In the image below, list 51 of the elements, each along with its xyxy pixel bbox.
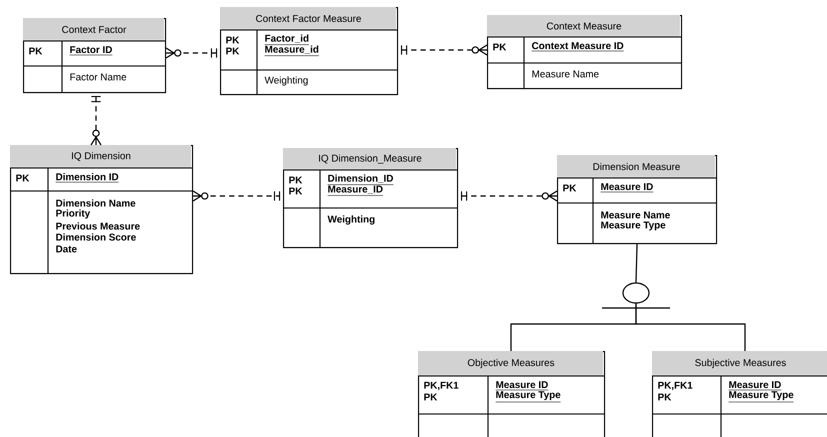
- field-name: Previous Measure: [56, 222, 140, 230]
- table-title: Subjective Measures: [695, 358, 786, 368]
- key-field: Measure ID: [495, 381, 549, 390]
- relationship-line: [401, 44, 488, 56]
- relationship-line: [635, 244, 638, 282]
- field-name: Measure Name: [601, 212, 670, 218]
- key-label: PK: [424, 394, 438, 400]
- key-field: Context Measure ID: [531, 42, 624, 52]
- key-field: Factor_id: [264, 34, 310, 45]
- field-name: Measure Name: [532, 70, 599, 78]
- key-label: PK: [226, 36, 240, 44]
- field-name: Weighting: [264, 76, 308, 86]
- key-label: PK: [16, 174, 30, 182]
- key-field: Dimension ID: [55, 173, 119, 182]
- relationship-line: [635, 304, 746, 351]
- table-title: Context Measure: [546, 22, 622, 30]
- field-name: Priority: [56, 209, 90, 219]
- table-title: Context Factor Measure: [256, 15, 361, 22]
- key-label: PK: [289, 176, 302, 184]
- field-name: Weighting: [328, 215, 374, 225]
- key-label: PK: [658, 394, 672, 400]
- key-label: PK: [493, 44, 506, 50]
- key-field: Measure ID: [728, 381, 782, 390]
- key-label: PK: [563, 184, 576, 192]
- key-field: Measure_ID: [327, 186, 384, 196]
- key-field: Measure Type: [495, 391, 561, 402]
- field-name: Measure Type: [601, 222, 666, 230]
- table-title: IQ Dimension: [72, 152, 130, 161]
- relationship-line: [192, 190, 280, 202]
- table-title: Objective Measures: [468, 358, 554, 368]
- key-label: PK: [289, 188, 302, 194]
- table-title: IQ Dimension_Measure: [319, 154, 422, 164]
- key-field: Measure Type: [728, 391, 794, 402]
- key-field: Measure ID: [600, 183, 654, 192]
- relationship-line: [90, 96, 102, 146]
- subtype-symbol: [602, 282, 670, 309]
- field-name: Date: [56, 246, 77, 252]
- key-label: PK,FK1: [424, 382, 458, 390]
- relationship-line: [165, 47, 218, 59]
- table-title: Dimension Measure: [593, 162, 680, 170]
- key-field: Factor ID: [69, 46, 113, 56]
- key-field: Measure_id: [264, 46, 320, 56]
- field-name: Factor Name: [70, 74, 126, 80]
- key-label: PK: [29, 48, 42, 54]
- field-name: Dimension Name: [56, 199, 136, 207]
- key-label: PK: [226, 48, 240, 54]
- table-title: Context Factor: [62, 26, 126, 33]
- field-name: Dimension Score: [56, 233, 136, 241]
- key-field: Dimension_ID: [327, 174, 394, 185]
- relationship-line: [461, 190, 558, 202]
- key-label: PK,FK1: [658, 382, 692, 390]
